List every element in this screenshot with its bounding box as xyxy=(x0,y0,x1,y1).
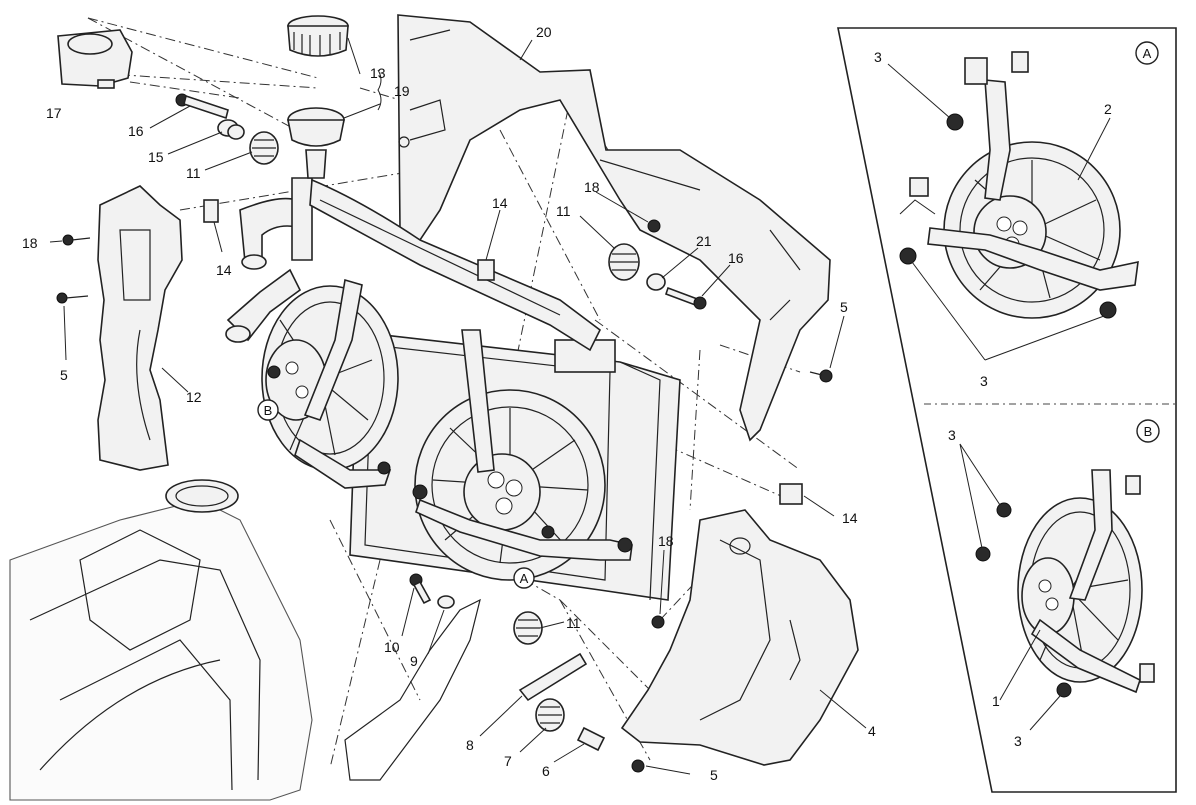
label-11-bottom: 11 xyxy=(566,615,581,631)
lower-bracket xyxy=(344,598,481,781)
part-16-bolt-right xyxy=(664,286,707,310)
label-11-top: 11 xyxy=(186,165,201,181)
part-16-bolt-top xyxy=(175,93,229,120)
label-11-right: 11 xyxy=(556,203,571,219)
part-11-rubber-mount-top xyxy=(249,131,279,165)
part-14-clip-center xyxy=(477,259,495,281)
part-11-rubber-mount-bottom xyxy=(513,611,543,645)
part-14-clip-left xyxy=(203,199,219,223)
label-9: 9 xyxy=(410,653,418,669)
callout-a-label: A xyxy=(520,571,529,586)
label-1: 1 xyxy=(992,693,1000,709)
label-3-inset-a-top: 3 xyxy=(874,49,882,65)
label-6: 6 xyxy=(542,763,550,779)
part-20-shroud xyxy=(397,14,831,442)
part-labels: 13 19 20 17 16 15 11 18 14 5 12 14 18 11… xyxy=(22,24,1112,783)
part-5-screw-left xyxy=(56,292,89,304)
fan-a xyxy=(412,329,633,581)
part-18-screw-bottom xyxy=(651,615,665,629)
part-10-bolt xyxy=(409,573,432,605)
callout-a-marker: A xyxy=(513,567,535,589)
label-15: 15 xyxy=(148,149,164,165)
label-12: 12 xyxy=(186,389,202,405)
label-19: 19 xyxy=(394,83,410,99)
part-6-spacer xyxy=(576,726,606,752)
label-5-bottom: 5 xyxy=(710,767,718,783)
label-18-left: 18 xyxy=(22,235,38,251)
part-9-washer xyxy=(437,595,455,609)
label-3-inset-b-top: 3 xyxy=(948,427,956,443)
label-3-inset-a-bottom: 3 xyxy=(980,373,988,389)
label-5-right: 5 xyxy=(840,299,848,315)
label-5-left: 5 xyxy=(60,367,68,383)
label-8: 8 xyxy=(466,737,474,753)
label-16-top: 16 xyxy=(128,123,144,139)
callout-b-label: B xyxy=(264,403,273,418)
inset-panel xyxy=(837,27,1177,793)
label-20: 20 xyxy=(536,24,552,40)
label-21: 21 xyxy=(696,233,712,249)
label-7: 7 xyxy=(504,753,512,769)
part-18-screw-top xyxy=(647,219,661,233)
inset-b-label: B xyxy=(1144,424,1153,439)
label-10: 10 xyxy=(384,639,400,655)
part-15-grommet xyxy=(217,119,245,140)
motorcycle-frame xyxy=(9,479,313,801)
hoses xyxy=(225,177,602,352)
part-21-washer xyxy=(646,273,666,291)
inset-b-fan xyxy=(975,469,1155,698)
inset-b-marker: B xyxy=(1136,419,1160,443)
label-16-right: 16 xyxy=(728,250,744,266)
label-14-center: 14 xyxy=(492,195,508,211)
part-8-bracket xyxy=(518,652,588,702)
label-18-bottom: 18 xyxy=(658,533,674,549)
label-3-inset-b-bottom: 3 xyxy=(1014,733,1022,749)
inset-a-fan xyxy=(899,51,1139,319)
label-4: 4 xyxy=(868,723,876,739)
label-14-right: 14 xyxy=(842,510,858,526)
label-17: 17 xyxy=(46,105,62,121)
expansion-tank xyxy=(287,15,349,179)
part-5-screw-bottom xyxy=(631,759,645,773)
part-11-rubber-mount-right xyxy=(608,243,640,281)
inset-frame xyxy=(837,27,1177,793)
callout-b-marker: B xyxy=(257,399,279,421)
label-13: 13 xyxy=(370,65,386,81)
fan-b xyxy=(261,278,399,489)
label-18-top: 18 xyxy=(584,179,600,195)
leader-lines xyxy=(49,37,867,775)
inset-a-label: A xyxy=(1143,46,1152,61)
part-18-screw-left xyxy=(62,234,91,246)
part-4-right-shroud xyxy=(620,509,859,766)
part-12-left-shroud xyxy=(97,185,183,471)
label-2: 2 xyxy=(1104,101,1112,117)
inset-a-marker: A xyxy=(1135,41,1159,65)
label-14-left: 14 xyxy=(216,262,232,278)
part-5-screw-right xyxy=(809,369,833,383)
part-7-rubber-mount xyxy=(535,698,565,732)
part-14-clip-right xyxy=(779,483,803,505)
